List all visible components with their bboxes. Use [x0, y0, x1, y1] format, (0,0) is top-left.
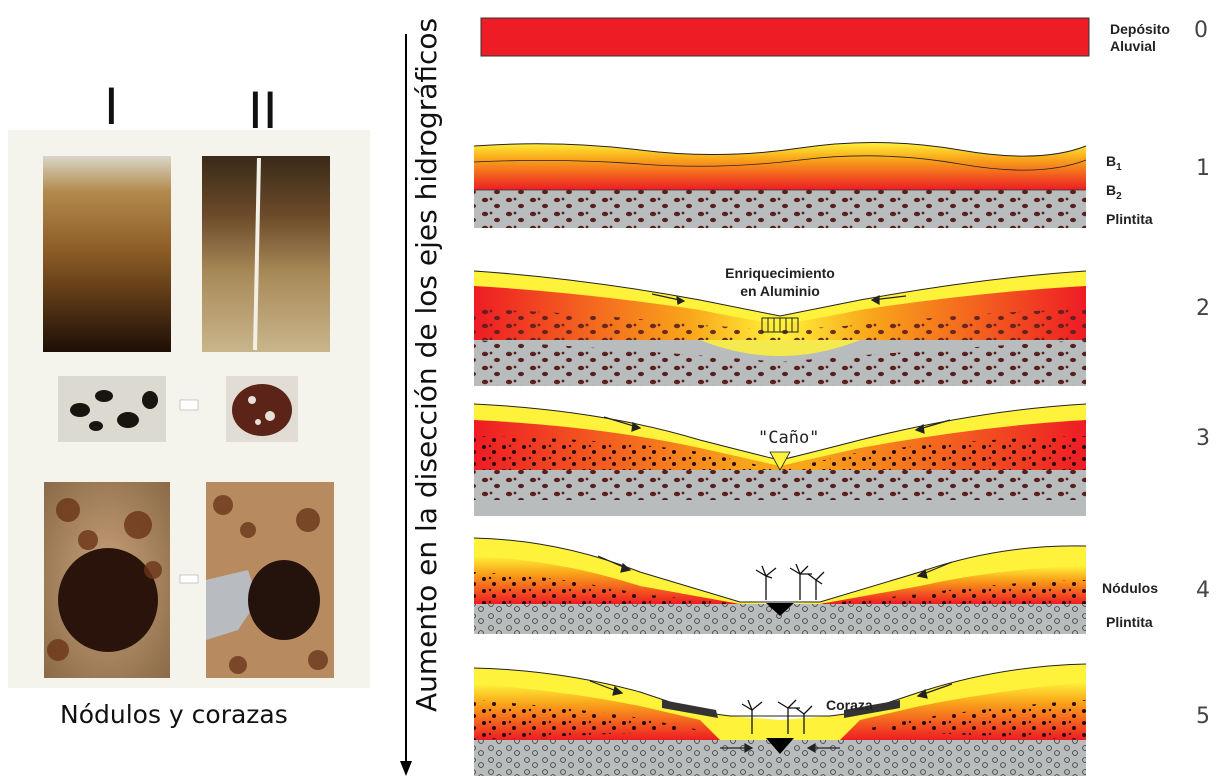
stage-number-4: 4 [1196, 578, 1210, 603]
label-plintita: Plintita [1106, 208, 1153, 230]
stage-number-5: 5 [1196, 704, 1210, 729]
stage-5-diagram [474, 664, 1086, 776]
coraza-label: Coraza [826, 696, 873, 714]
cano-label: "Caño" [758, 428, 819, 448]
stage-4-diagram [474, 538, 1086, 634]
label-nodulos: Nódulos [1102, 580, 1158, 597]
stage-number-2: 2 [1196, 296, 1210, 321]
label-b1: B [1106, 153, 1116, 169]
aluminium-label-line2: en Aluminio [700, 282, 860, 300]
stage-0-labels: Depósito Aluvial [1110, 21, 1170, 55]
stage-1-diagram [474, 142, 1086, 228]
aluminium-label-line1: Enriquecimiento [700, 264, 860, 282]
label-b2: B [1106, 182, 1116, 198]
label-aluvial: Aluvial [1110, 38, 1170, 55]
stage-0-diagram [481, 18, 1089, 56]
label-deposito: Depósito [1110, 21, 1170, 38]
stage-number-1: 1 [1196, 156, 1210, 181]
label-b2-subscript: 2 [1116, 191, 1122, 202]
stage-1-labels: B1 B2 Plintita [1106, 150, 1153, 230]
label-b1-subscript: 1 [1116, 162, 1122, 173]
stage-number-3: 3 [1196, 426, 1210, 451]
aluminium-enrichment-label: Enriquecimiento en Aluminio [700, 264, 860, 300]
stage-number-0: 0 [1194, 18, 1208, 43]
label-plintita-4: Plintita [1106, 614, 1153, 631]
stage-3-diagram [474, 404, 1086, 516]
